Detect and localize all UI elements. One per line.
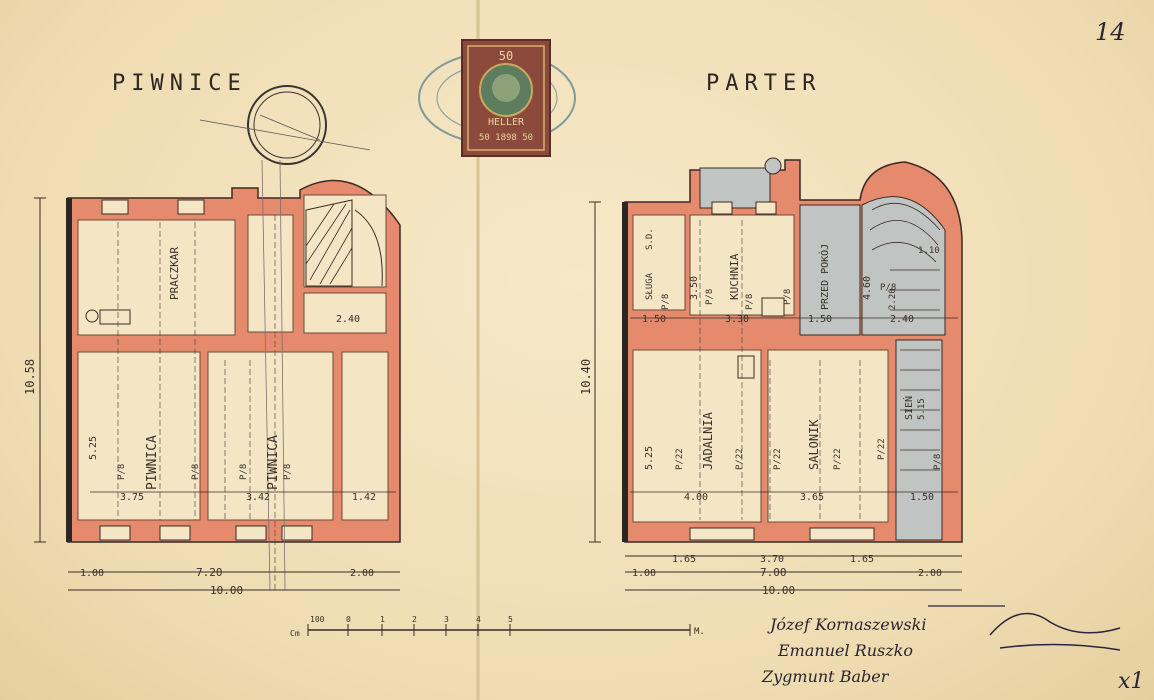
- label-stair-dim: 2.20: [888, 288, 898, 310]
- stamp-year: 50 1898 50: [479, 133, 533, 143]
- label-salon-area: P/22: [773, 448, 783, 470]
- signatures: Józef Kornaszewski Emanuel Ruszko Zygmun…: [761, 605, 1144, 694]
- label-salon: SALONIK: [807, 419, 821, 470]
- dim-ground-150b: 1.50: [808, 314, 832, 325]
- scale-label-100: 100: [310, 615, 325, 624]
- scale-label-2: 2: [412, 615, 417, 624]
- room-servant: [632, 214, 686, 311]
- dim-ground-525: 5.25: [644, 446, 655, 470]
- dim-ground-total: 10.00: [762, 584, 795, 597]
- dim-ground-150a: 1.50: [642, 314, 666, 325]
- dim-basement-142: 1.42: [352, 492, 376, 503]
- dim-ground-460: 4.60: [862, 276, 873, 300]
- signature-3: Zygmunt Baber: [761, 667, 890, 686]
- label-servant: SŁUGA: [645, 272, 655, 300]
- dim-basement-200: 2.00: [350, 568, 374, 579]
- signature-2: Emanuel Ruszko: [777, 641, 913, 660]
- label-dining-area-2: P/22: [735, 448, 745, 470]
- label-cellar-1: PIWNICA: [145, 435, 160, 490]
- scale-label-5: 5: [508, 615, 513, 624]
- label-servant-area: P/8: [661, 294, 671, 310]
- dim-basement-depth: 10.58: [23, 359, 37, 395]
- label-anteroom-height: P/8: [783, 289, 793, 305]
- label-height-2: P/8: [191, 464, 201, 480]
- dim-basement-240: 2.40: [336, 314, 360, 325]
- dim-ground-100: 1.00: [632, 568, 656, 579]
- dim-ground-400: 4.00: [684, 492, 708, 503]
- dim-ground-365: 3.65: [800, 492, 824, 503]
- label-laundry: PRACZKAR: [168, 247, 181, 300]
- basement-plan: PRACZKAR PIWNICA PIWNICA P/8 P/8 P/8 P/8…: [23, 85, 401, 597]
- label-salon-area-2: P/22: [833, 448, 843, 470]
- room-salon: [767, 349, 889, 523]
- label-cellar-2: PIWNICA: [266, 435, 281, 490]
- scale-label-3: 3: [444, 615, 449, 624]
- dim-ground-350: 3.50: [689, 276, 700, 300]
- label-height-4: P/8: [283, 464, 293, 480]
- dim-ground-depth: 10.40: [579, 359, 593, 395]
- dim-basement-375: 3.75: [120, 492, 144, 503]
- corner-mark: x1: [1118, 669, 1144, 694]
- label-stair-height: P/8: [880, 283, 896, 293]
- label-kitchen-area: P/8: [705, 289, 715, 305]
- dim-ground-330: 3.30: [725, 314, 749, 325]
- label-hall-height: P/8: [933, 454, 943, 470]
- label-height-3: P/8: [239, 464, 249, 480]
- dim-ground-700: 7.00: [760, 566, 787, 579]
- dim-ground-200: 2.00: [918, 568, 942, 579]
- dim-basement-720: 7.20: [196, 566, 223, 579]
- dim-basement-525: 5.25: [88, 436, 99, 460]
- label-kitchen: KUCHNIA: [728, 253, 741, 300]
- room-dining: [632, 349, 762, 523]
- label-salon-height: P/22: [877, 438, 887, 460]
- scale-label-4: 4: [476, 615, 481, 624]
- label-stair-small: 1.10: [918, 246, 940, 256]
- dim-ground-150c: 1.50: [910, 492, 934, 503]
- room-anteroom: [799, 204, 861, 336]
- stamp-value-top: 50: [499, 49, 513, 63]
- label-anteroom: PRZED POKÓJ: [818, 244, 831, 310]
- label-dining-area: P/22: [675, 448, 685, 470]
- signature-1: Józef Kornaszewski: [767, 615, 926, 634]
- stamp-currency: HELLER: [488, 117, 525, 128]
- dim-ground-165b: 1.65: [850, 554, 874, 565]
- scale-unit-cm: Cm: [290, 629, 300, 638]
- dim-basement-342: 3.42: [246, 492, 270, 503]
- label-dining: JADALNIA: [701, 411, 715, 470]
- page-number: 14: [1095, 18, 1126, 46]
- title-ground-floor: PARTER: [706, 71, 821, 96]
- scale-label-0: 0: [346, 615, 351, 624]
- room-laundry: [77, 219, 236, 336]
- dim-ground-165a: 1.65: [672, 554, 696, 565]
- dim-basement-total: 10.00: [210, 584, 243, 597]
- dim-ground-370: 3.70: [760, 554, 784, 565]
- scale-label-1: 1: [380, 615, 385, 624]
- label-height-1: P/8: [117, 464, 127, 480]
- revenue-stamp: 50 HELLER 50 1898 50: [418, 39, 576, 157]
- label-kitchen-height: P/8: [745, 294, 755, 310]
- dim-ground-240: 2.40: [890, 314, 914, 325]
- room-hall: [895, 339, 943, 541]
- dim-basement-100: 1.00: [80, 568, 104, 579]
- ground-floor-plan: SŁUGA S.D. KUCHNIA PRZED POKÓJ JADALNIA …: [579, 157, 963, 597]
- title-basement: PIWNICE: [112, 71, 247, 96]
- label-hall-dim: 5.15: [917, 398, 927, 420]
- label-sd: S.D.: [645, 228, 655, 250]
- well-circle: [247, 85, 327, 165]
- signature-4: [989, 612, 1121, 651]
- label-hall: SIEŃ: [902, 396, 915, 420]
- scale-unit-m: M.: [694, 627, 705, 637]
- scale-bar: Cm 100 0 1 2 3 4 5 M.: [290, 615, 705, 638]
